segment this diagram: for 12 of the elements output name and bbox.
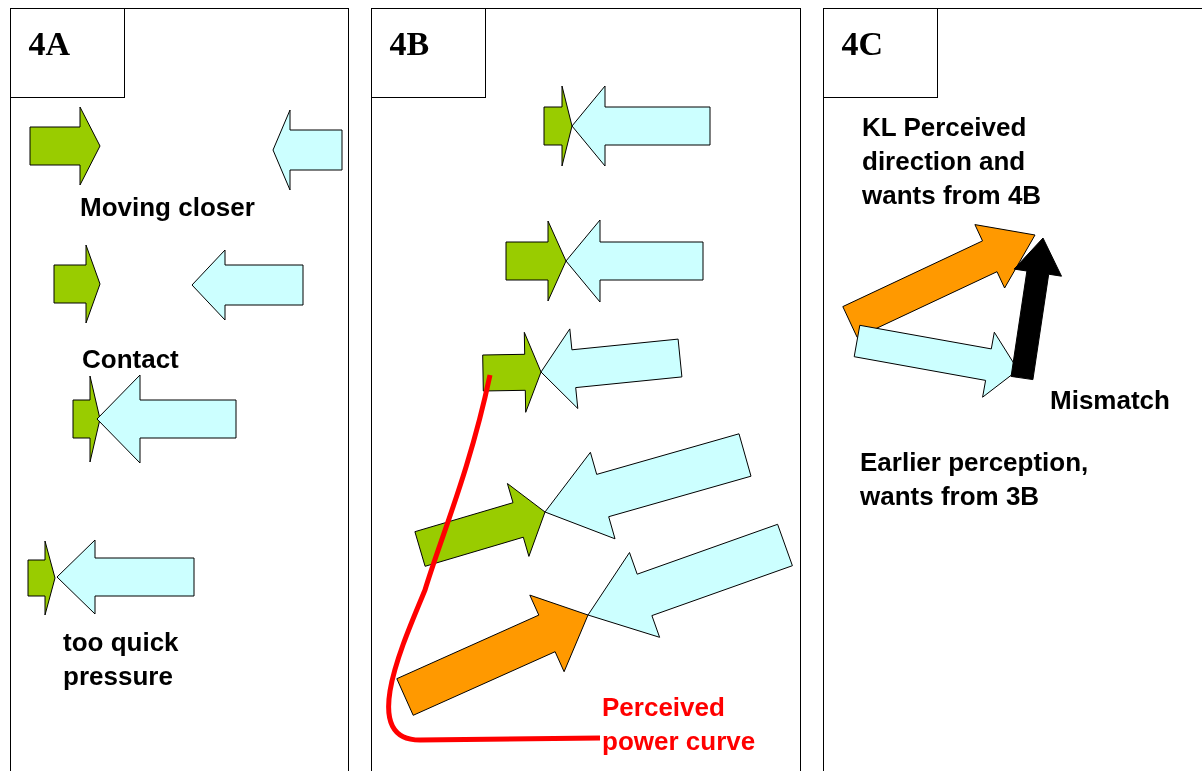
panel-frame: [371, 8, 801, 771]
panel-label: 4C: [822, 7, 938, 98]
caption-text: Moving closer: [80, 191, 256, 224]
panel-label: 4B: [370, 7, 486, 98]
caption-text: too quick pressure: [63, 626, 180, 693]
caption-text: KL Perceived direction and wants from 4B: [862, 111, 1043, 212]
caption-text: Perceived power curve: [602, 691, 757, 758]
caption-text: Earlier perception, wants from 3B: [860, 446, 1090, 513]
panel-label: 4A: [9, 7, 125, 98]
caption-text: Contact: [82, 343, 180, 376]
panel-frame: [10, 8, 349, 771]
caption-text: Mismatch: [1050, 384, 1171, 417]
